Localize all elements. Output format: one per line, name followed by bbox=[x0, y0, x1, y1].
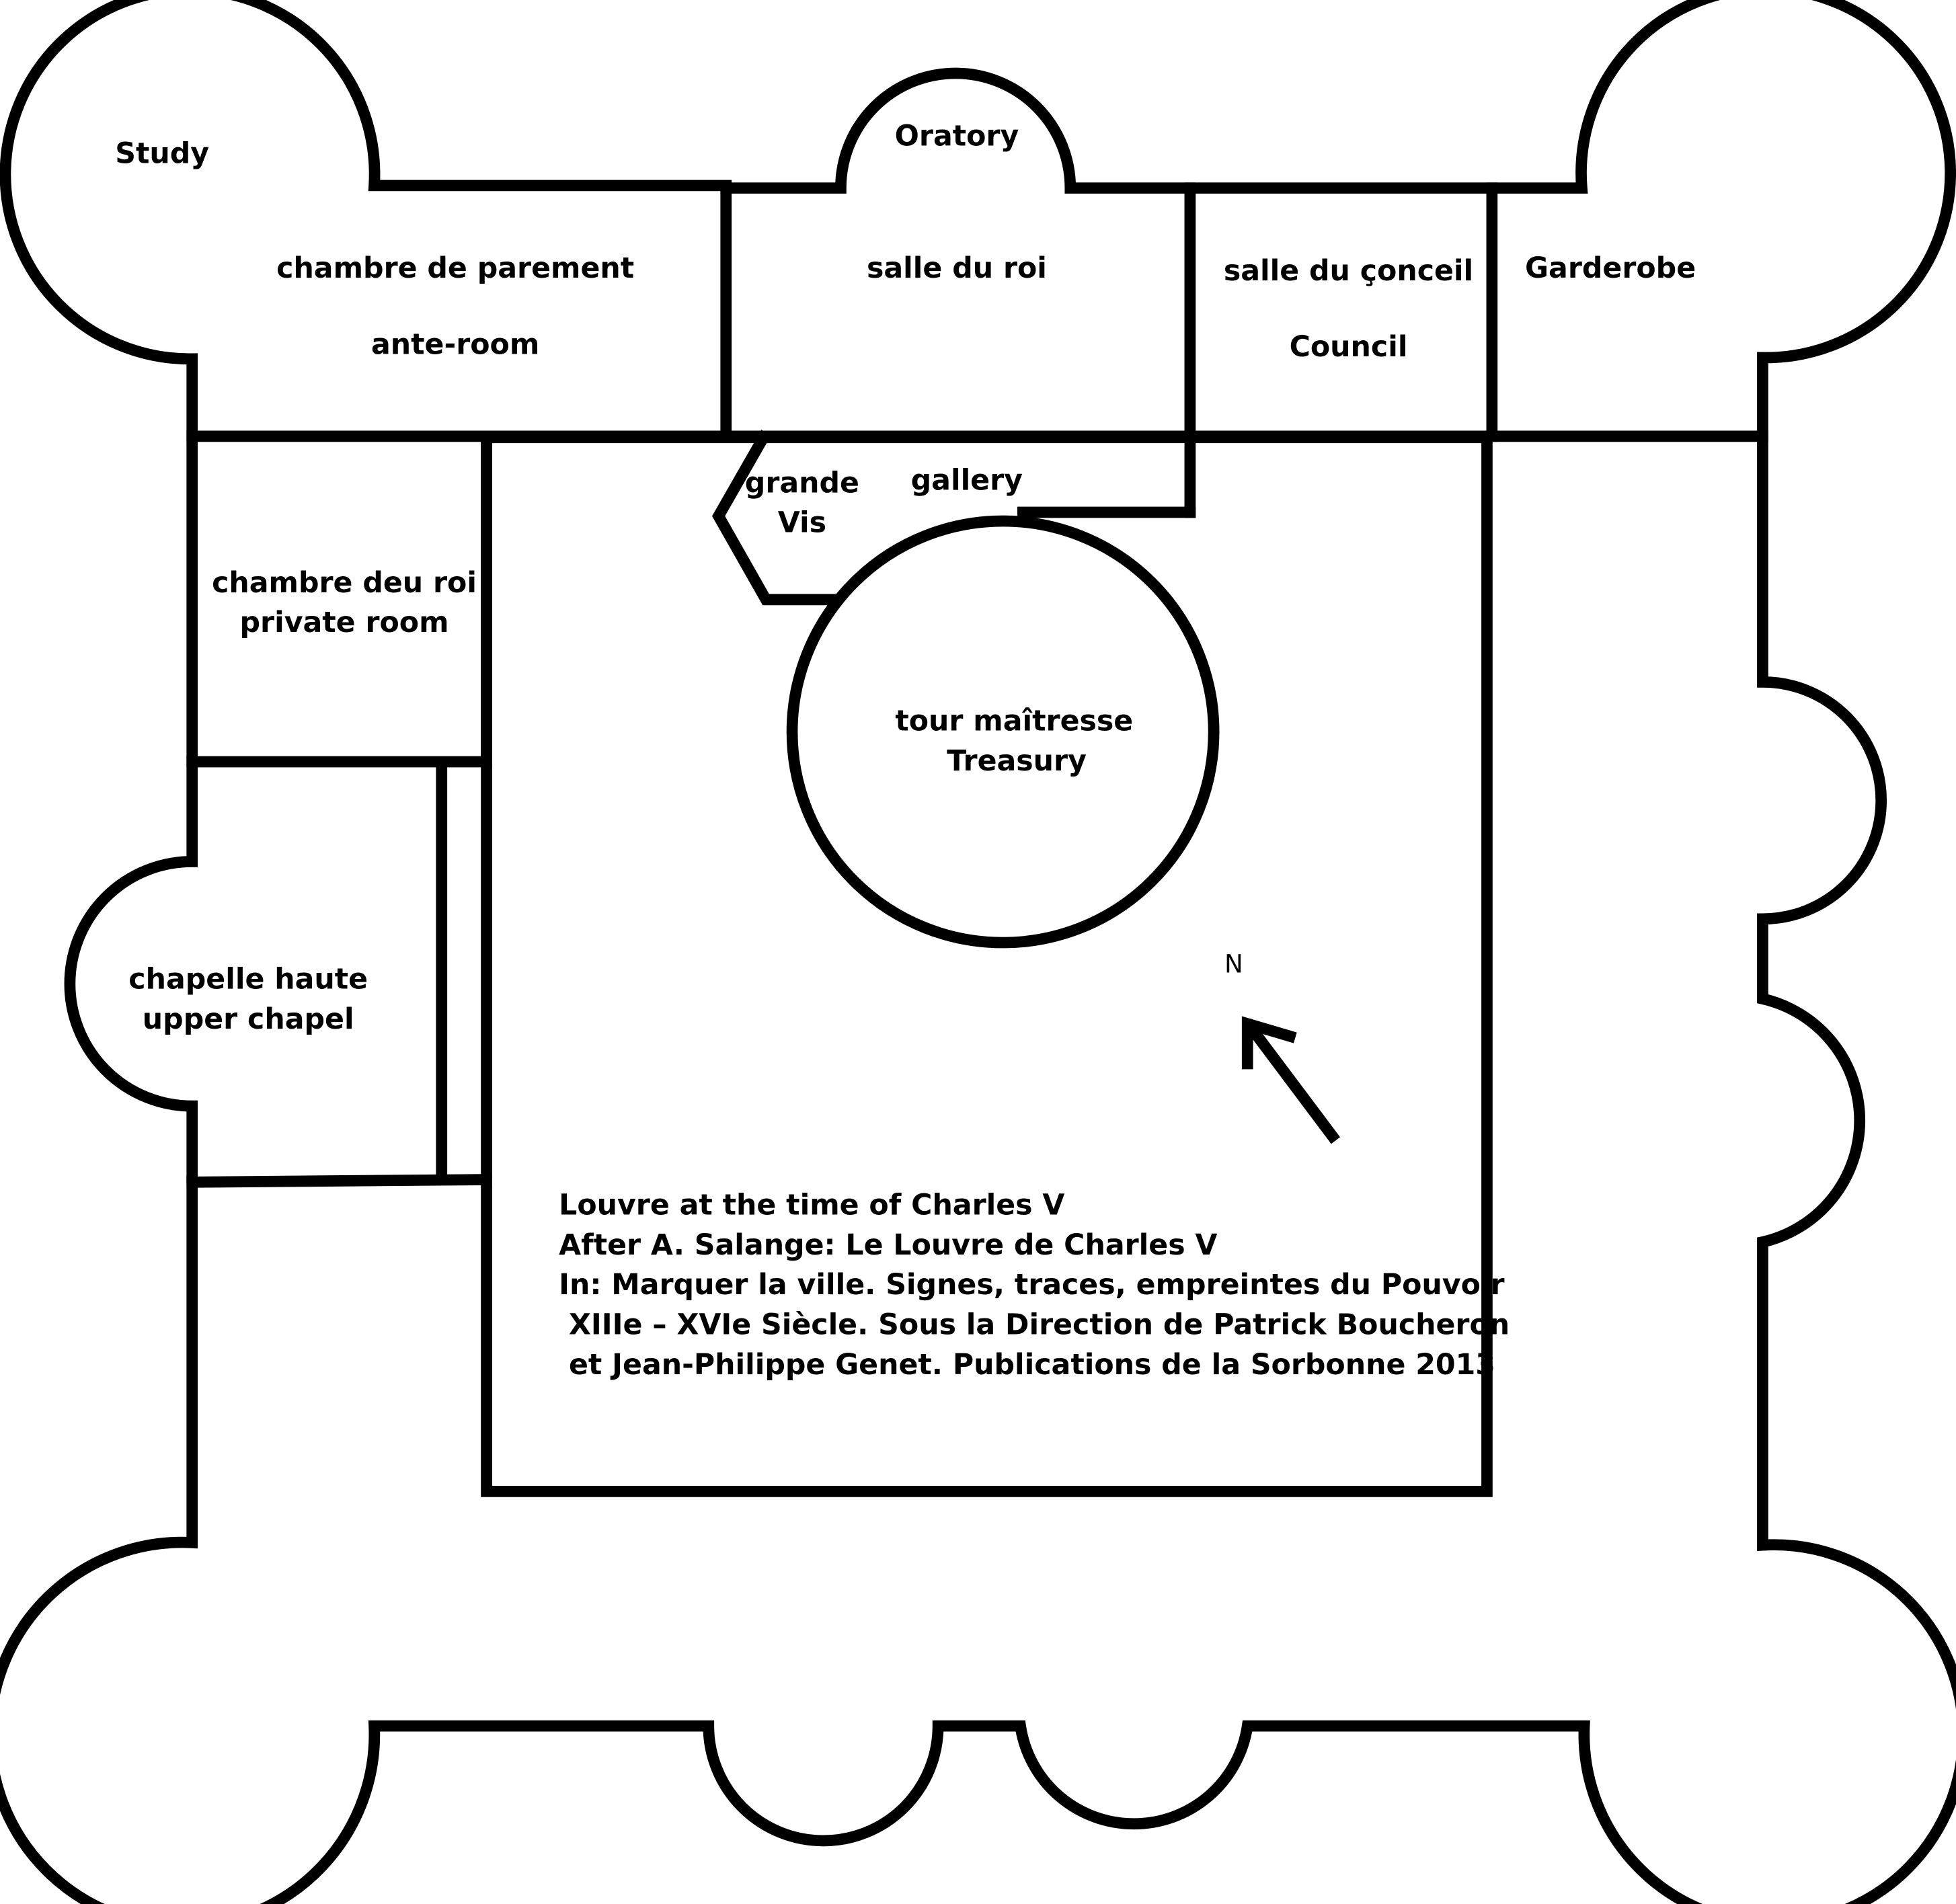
caption-line-5: et Jean-Philippe Genet. Publications de … bbox=[559, 1348, 1495, 1382]
label-salle-roi: salle du roi bbox=[867, 251, 1047, 285]
caption-line-1: Louvre at the time of Charles V bbox=[559, 1189, 1064, 1222]
wall-chapel-south bbox=[186, 1174, 492, 1188]
label-chapelle-haute: chapelle haute bbox=[128, 963, 368, 996]
north-arrow-head bbox=[1241, 1016, 1297, 1070]
label-treasury: Treasury bbox=[947, 744, 1087, 778]
label-upper-chapel: upper chapel bbox=[143, 1002, 354, 1036]
caption-line-2: After A. Salange: Le Louvre de Charles V bbox=[559, 1228, 1217, 1262]
label-ante-room: ante-room bbox=[371, 327, 539, 361]
label-vis: Vis bbox=[778, 506, 826, 540]
label-chambre-roi: chambre deu roi bbox=[212, 566, 477, 600]
caption-line-3: In: Marquer la ville. Signes, traces, em… bbox=[559, 1268, 1504, 1302]
label-private-room: private room bbox=[240, 606, 449, 639]
label-oratory: Oratory bbox=[895, 120, 1019, 153]
grande-vis-stair bbox=[712, 430, 842, 606]
caption-line-4: XIIIe – XVIe Siècle. Sous la Direction d… bbox=[559, 1308, 1510, 1342]
label-tour-maitresse: tour maîtresse bbox=[895, 705, 1133, 738]
tour-maitresse-donjon bbox=[786, 515, 1220, 949]
north-arrow-shaft bbox=[1242, 1018, 1341, 1144]
north-letter: N bbox=[1224, 950, 1243, 979]
label-study: Study bbox=[115, 137, 209, 171]
label-garderobe: Garderobe bbox=[1525, 251, 1696, 285]
label-grande: grande bbox=[745, 466, 859, 500]
label-salle-conceil: salle du çonceil bbox=[1224, 254, 1473, 288]
label-council: Council bbox=[1290, 330, 1408, 364]
label-gallery: gallery bbox=[911, 464, 1023, 498]
label-chambre-parement: chambre de parement bbox=[276, 251, 634, 285]
